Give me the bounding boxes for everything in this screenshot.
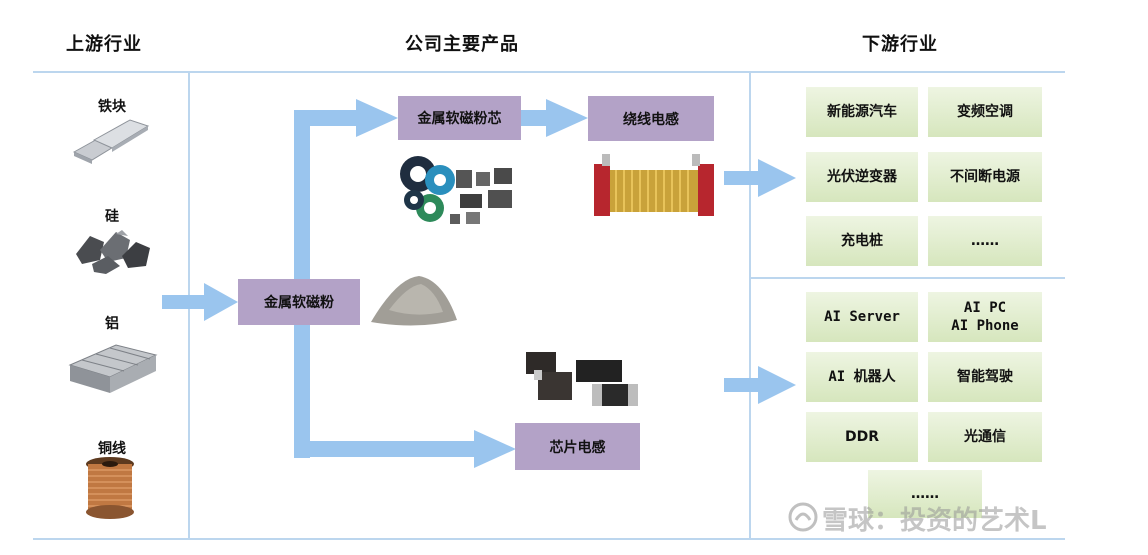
product-core-box: 金属软磁粉芯 [398, 96, 521, 140]
powder-pile-icon [367, 270, 461, 330]
arrow-to-chip [294, 430, 516, 468]
top-divider [33, 71, 1065, 73]
downstream-top-item: 光伏逆变器 [806, 152, 918, 202]
raw-label-iron: 铁块 [98, 99, 126, 115]
downstream-bottom-item: AI PC AI Phone [928, 292, 1042, 342]
arrow-core-to-winding [521, 99, 588, 137]
downstream-bottom-item: 光通信 [928, 412, 1042, 462]
product-winding-box: 绕线电感 [588, 96, 714, 141]
arrow-to-core [294, 99, 398, 137]
downstream-top-item: 变频空调 [928, 87, 1042, 137]
downstream-bottom-item: DDR [806, 412, 918, 462]
downstream-bottom-item: …… [868, 470, 982, 518]
downstream-bottom-item: AI Server [806, 292, 918, 342]
xueqiu-logo-icon [788, 502, 818, 532]
raw-label-copper-wire: 铜线 [98, 441, 126, 457]
products-header: 公司主要产品 [405, 34, 519, 55]
chip-inductors-icon [520, 346, 642, 410]
iron-block-icon [70, 114, 152, 166]
downstream-top-item: 不间断电源 [928, 152, 1042, 202]
copper-wire-icon [84, 456, 136, 520]
aluminum-ingot-icon [66, 335, 160, 401]
watermark-text: 雪球：投资的艺术L [822, 506, 1047, 536]
downstream-split-divider [750, 277, 1065, 279]
downstream-top-item: …… [928, 216, 1042, 266]
downstream-top-item: 新能源汽车 [806, 87, 918, 137]
bottom-divider [33, 538, 1065, 540]
raw-label-aluminum: 铝 [105, 316, 119, 332]
upstream-header: 上游行业 [66, 34, 142, 55]
magnetic-cores-icon [396, 150, 528, 232]
downstream-top-item: 充电桩 [806, 216, 918, 266]
downstream-header: 下游行业 [862, 34, 938, 55]
arrow-to-downstream-top [724, 159, 796, 197]
downstream-bottom-item: AI 机器人 [806, 352, 918, 402]
product-chip-box: 芯片电感 [515, 423, 640, 470]
silicon-icon [70, 226, 156, 276]
product-powder-box: 金属软磁粉 [238, 279, 360, 325]
arrow-raw-to-powder [162, 283, 238, 321]
raw-label-silicon: 硅 [105, 209, 119, 225]
right-column-divider [749, 71, 751, 540]
winding-inductor-icon [592, 150, 716, 226]
downstream-bottom-item: 智能驾驶 [928, 352, 1042, 402]
arrow-to-downstream-bottom [724, 366, 796, 404]
